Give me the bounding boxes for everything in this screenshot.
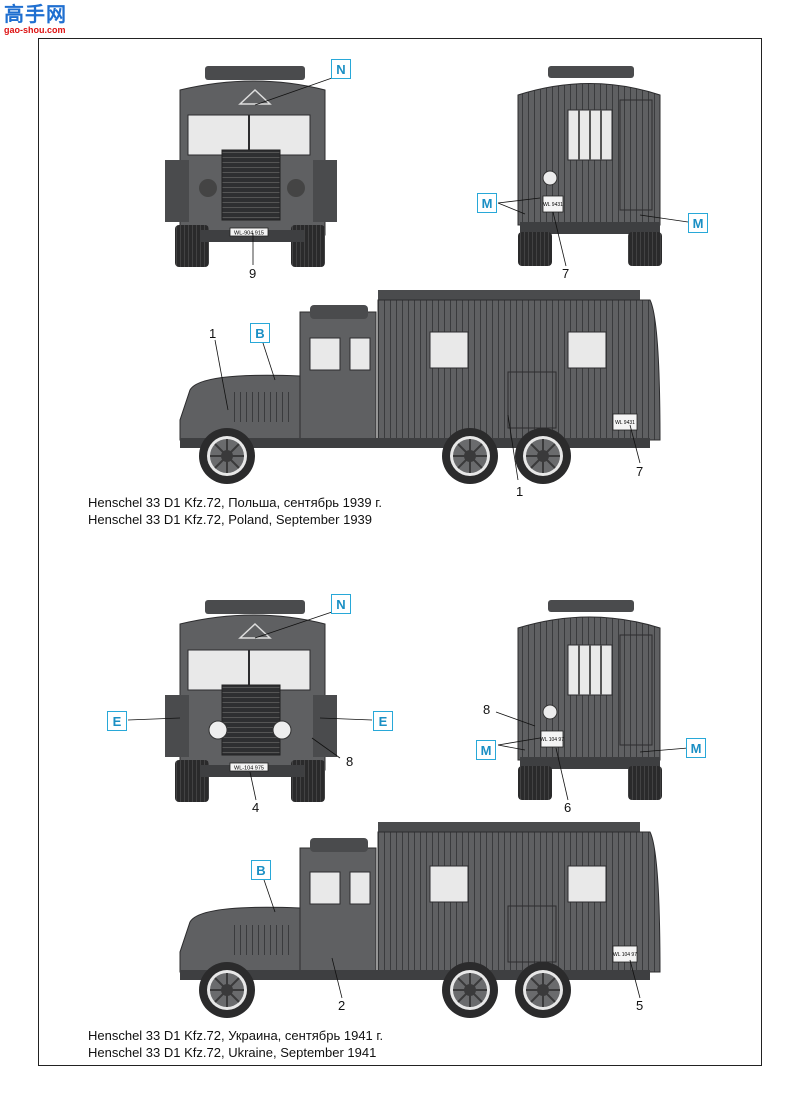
side-plate-1: WL 9431	[615, 420, 635, 426]
roof-rack	[205, 66, 305, 80]
watermark-chinese: 高手网	[4, 2, 67, 26]
watermark-url: gao-shou.com	[4, 25, 66, 35]
front-view-2: WL-104 975	[127, 600, 373, 802]
front-plate-2: WL-104 975	[234, 766, 264, 772]
marker-m-rear-right-top: M	[688, 213, 708, 233]
marker-e-right: E	[373, 711, 393, 731]
marker-m-rear-left-bottom: M	[476, 740, 496, 760]
rear-view-2: WL 104 97	[495, 600, 689, 801]
caption-bottom-english: Henschel 33 D1 Kfz.72, Ukraine, Septembe…	[88, 1045, 377, 1060]
marker-b-bottom: B	[251, 860, 271, 880]
callout-7-side: 7	[636, 464, 644, 479]
callout-7-rear: 7	[562, 266, 570, 281]
caption-top-russian: Henschel 33 D1 Kfz.72, Польша, сентябрь …	[88, 495, 382, 510]
callout-2: 2	[338, 998, 346, 1013]
callout-1-cab: 1	[209, 326, 217, 341]
caption-bottom: Henschel 33 D1 Kfz.72, Украина, сентябрь…	[88, 1027, 383, 1061]
caption-bottom-russian: Henschel 33 D1 Kfz.72, Украина, сентябрь…	[88, 1028, 384, 1043]
rear-view-1: WL 9431	[497, 66, 689, 267]
marker-n-top: N	[331, 59, 351, 79]
caption-top-english: Henschel 33 D1 Kfz.72, Poland, September…	[88, 512, 373, 527]
front-view-1: WL-904 915	[165, 66, 337, 267]
marker-m-rear-right-bottom: M	[686, 738, 706, 758]
rear-plate-2: WL 104 97	[540, 737, 564, 743]
callout-6: 6	[564, 800, 572, 815]
callout-8-front: 8	[346, 754, 354, 769]
side-view-1: WL 9431	[179, 290, 661, 485]
rear-plate-1: WL 9431	[543, 202, 563, 208]
front-plate-1: WL-904 915	[234, 231, 264, 237]
marker-m-rear-left-top: M	[477, 193, 497, 213]
marker-e-left: E	[107, 711, 127, 731]
callout-1-body: 1	[516, 484, 524, 499]
caption-top: Henschel 33 D1 Kfz.72, Польша, сентябрь …	[88, 494, 382, 528]
callout-8-rear: 8	[483, 702, 491, 717]
callout-9: 9	[249, 266, 257, 281]
callout-5: 5	[636, 998, 644, 1013]
side-plate-2: WL 104 97	[613, 952, 637, 958]
marker-b-top: B	[250, 323, 270, 343]
side-view-2: WL 104 97	[179, 822, 661, 1019]
marker-n-bottom: N	[331, 594, 351, 614]
watermark-logo: 高手网 gao-shou.com	[4, 4, 76, 38]
callout-4: 4	[252, 800, 260, 815]
